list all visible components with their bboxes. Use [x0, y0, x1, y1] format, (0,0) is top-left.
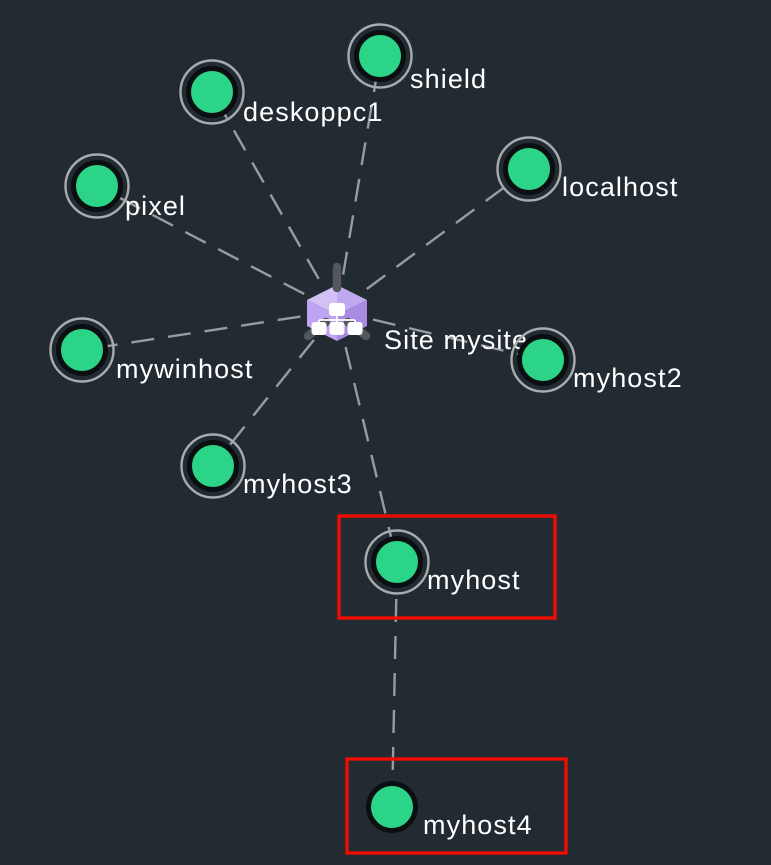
- host-node-myhost[interactable]: myhost: [364, 529, 521, 596]
- selection-layer: [337, 514, 568, 855]
- host-status-circle-icon: [371, 536, 423, 588]
- node-label-myhost2: myhost2: [573, 363, 683, 393]
- edge-site-deskoppc1: [210, 91, 339, 312]
- hierarchy-tree-icon: [311, 303, 363, 335]
- host-node-localhost[interactable]: localhost: [496, 136, 679, 203]
- host-status-circle-icon: [366, 781, 418, 833]
- host-status-circle-icon: [71, 160, 123, 212]
- node-outer-ring: [64, 153, 130, 219]
- host-status-circle-icon: [187, 440, 239, 492]
- selection-box-myhost4: [345, 757, 568, 855]
- edge-site-myhost: [335, 310, 399, 563]
- site-node[interactable]: [303, 262, 371, 341]
- host-node-myhost4[interactable]: myhost4: [366, 781, 533, 841]
- host-status-circle-icon: [354, 30, 406, 82]
- edge-site-shield: [335, 55, 382, 312]
- host-node-shield[interactable]: shield: [347, 23, 488, 95]
- node-label-deskoppc1: deskoppc1: [243, 97, 384, 127]
- edge-site-myhost3: [212, 310, 338, 467]
- edges-layer: [81, 55, 544, 808]
- edge-myhost-myhost4: [390, 561, 399, 808]
- node-outer-ring: [49, 317, 115, 383]
- host-node-deskoppc1[interactable]: deskoppc1: [179, 59, 384, 128]
- node-outer-ring: [179, 59, 245, 125]
- nodes-layer: shield deskoppc1 pixel localhost mywinhost my…: [49, 23, 683, 841]
- host-status-circle-icon: [517, 334, 569, 386]
- node-label-mywinhost: mywinhost: [116, 354, 253, 384]
- edge-site-localhost: [336, 168, 530, 312]
- node-outer-ring: [347, 23, 413, 89]
- host-node-myhost2[interactable]: myhost2: [510, 327, 683, 394]
- host-node-pixel[interactable]: pixel: [64, 153, 187, 222]
- node-label-myhost4: myhost4: [423, 810, 533, 840]
- site-label: Site mysite: [384, 325, 528, 355]
- host-status-circle-icon: [186, 66, 238, 118]
- edge-site-pixel: [96, 184, 338, 313]
- node-label-localhost: localhost: [562, 172, 678, 202]
- host-node-mywinhost[interactable]: mywinhost: [49, 317, 254, 385]
- selection-box-myhost: [337, 514, 557, 620]
- node-label-myhost3: myhost3: [243, 469, 353, 499]
- node-outer-ring: [180, 433, 246, 499]
- edge-site-mywinhost: [81, 309, 338, 352]
- node-label-shield: shield: [410, 64, 487, 94]
- host-node-myhost3[interactable]: myhost3: [180, 433, 353, 500]
- host-status-circle-icon: [56, 324, 108, 376]
- node-outer-ring: [364, 529, 430, 595]
- node-outer-ring: [496, 136, 562, 202]
- node-label-myhost: myhost: [427, 565, 521, 595]
- host-status-circle-icon: [503, 143, 555, 195]
- node-label-pixel: pixel: [125, 191, 186, 221]
- node-outer-ring: [510, 327, 576, 393]
